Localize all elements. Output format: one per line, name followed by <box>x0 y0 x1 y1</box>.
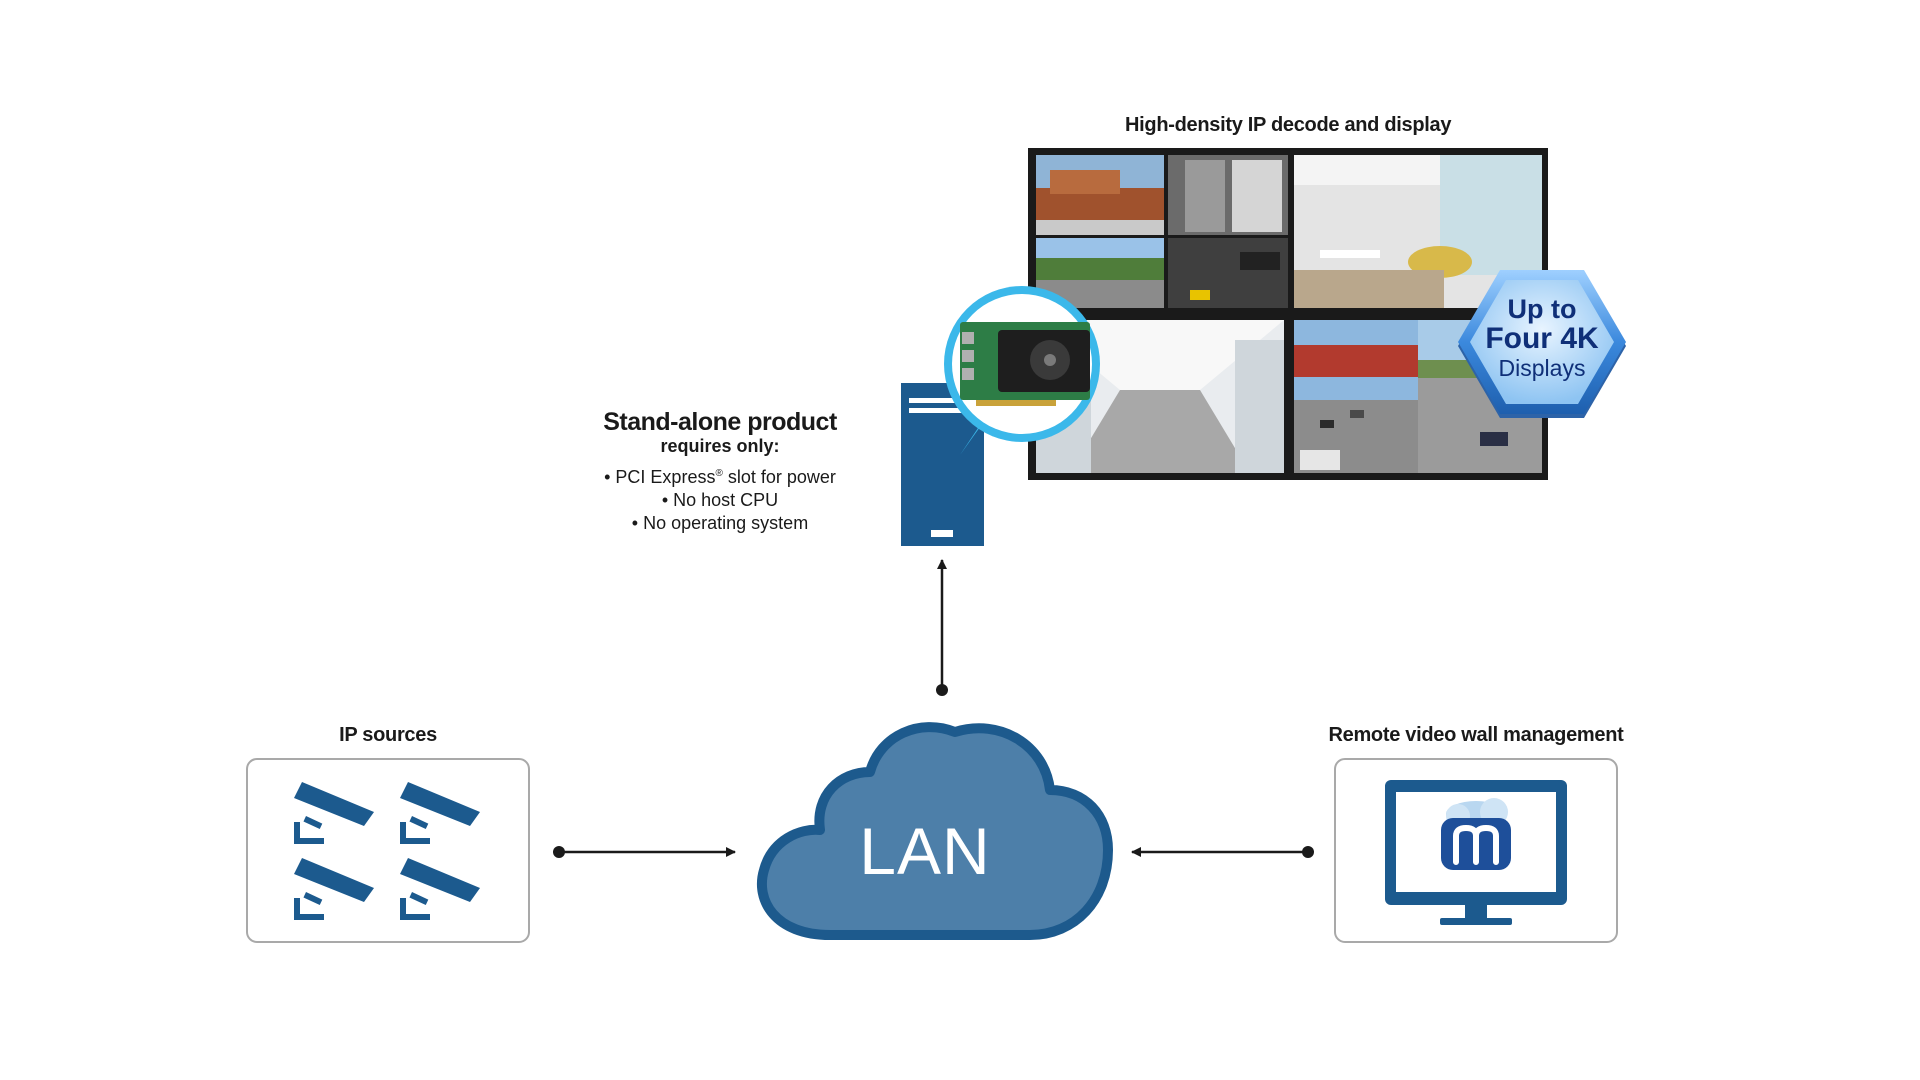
badge-line-1: Up to <box>1507 294 1577 324</box>
remote-arrow <box>1131 846 1314 858</box>
video-wall-title: High-density IP decode and display <box>1125 114 1452 136</box>
requirement-item: PCI Express® slot for power <box>560 462 880 489</box>
requirement-text-rest: slot for power <box>722 467 836 487</box>
standalone-info: Stand-alone product requires only: PCI E… <box>560 408 880 535</box>
video-tile-firestation <box>1294 320 1418 473</box>
video-tile-corridor <box>1168 155 1290 235</box>
video-tile-garage <box>1168 238 1290 308</box>
server-connection-arrow <box>936 559 948 696</box>
ip-sources-box <box>246 758 530 943</box>
requirements-list: PCI Express® slot for power No host CPU … <box>560 462 880 535</box>
app-logo-icon <box>1441 798 1511 870</box>
requirement-item: No host CPU <box>560 489 880 512</box>
remote-management-label: Remote video wall management <box>1328 724 1624 746</box>
lan-label: LAN <box>859 814 991 888</box>
registered-mark: ® <box>715 468 723 479</box>
video-tile-lobby <box>1294 155 1542 308</box>
requirement-text: PCI Express <box>615 467 716 487</box>
ip-sources-arrow <box>553 846 736 858</box>
ip-sources-label: IP sources <box>339 724 437 746</box>
cloud-icon <box>756 722 1113 940</box>
security-camera-icon <box>294 858 374 920</box>
badge-text: Up to Four 4K Displays <box>1462 295 1622 381</box>
badge-line-3: Displays <box>1498 355 1586 381</box>
standalone-subtitle: requires only: <box>660 436 780 456</box>
badge-line-2: Four 4K <box>1485 322 1599 355</box>
graphics-card-icon <box>960 322 1090 406</box>
requirement-item: No operating system <box>560 512 880 535</box>
security-camera-icon <box>294 782 374 844</box>
video-tile-building <box>1036 155 1164 235</box>
graphics-card-callout <box>944 286 1100 455</box>
security-camera-icon <box>400 858 480 920</box>
hexagon-badge-icon <box>1458 270 1626 418</box>
video-tile-parking <box>1036 238 1164 308</box>
security-camera-icon <box>400 782 480 844</box>
standalone-title: Stand-alone product <box>603 408 837 436</box>
